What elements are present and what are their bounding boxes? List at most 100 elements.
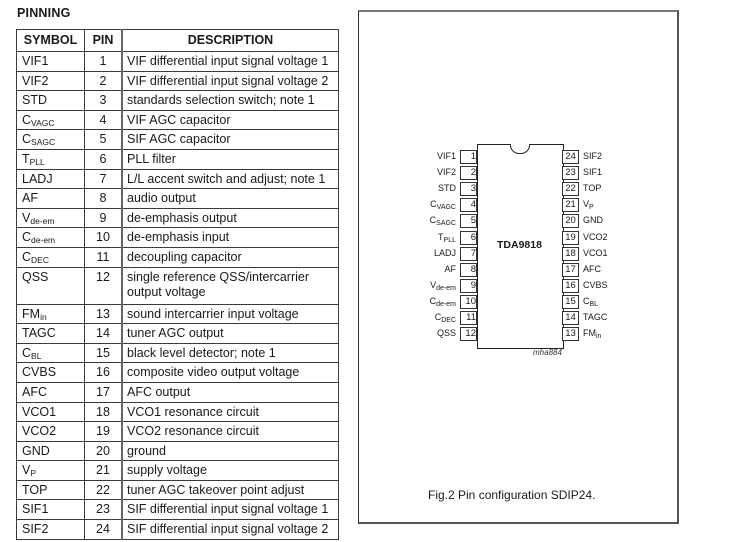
pin-label-subscript: in — [596, 333, 602, 341]
symbol-main: AFC — [22, 384, 47, 399]
pin-cell: 5 — [84, 129, 123, 150]
pin-cell: 2 — [84, 70, 123, 92]
description-text: single reference QSS/intercarrier — [127, 269, 310, 284]
symbol-cell: CBL — [16, 342, 85, 364]
description-text: VIF AGC capacitor — [127, 112, 231, 127]
symbol-cell: Cde-em — [16, 227, 85, 248]
pin-label-subscript: de-em — [436, 300, 456, 308]
description-cell: AFC output — [121, 381, 339, 403]
symbol-cell: QSS — [16, 266, 85, 305]
symbol-cell: AFC — [16, 381, 85, 403]
pin-number-box: 20 — [562, 214, 579, 229]
description-text: VIF differential input signal voltage 2 — [127, 73, 329, 88]
pin-number-box: 2 — [460, 166, 477, 181]
pin-number-box: 9 — [460, 278, 477, 293]
description-text: supply voltage — [127, 463, 207, 478]
pin-label: TOP — [583, 182, 601, 195]
symbol-main: AF — [22, 191, 38, 206]
pin-number-box: 23 — [562, 166, 579, 181]
pin-cell: 22 — [84, 479, 123, 501]
pin-label-main: AFC — [583, 263, 601, 274]
description-text: SIF AGC capacitor — [127, 132, 231, 147]
description-text: tuner AGC output — [127, 326, 224, 341]
pin-number-box: 21 — [562, 198, 579, 213]
pin-label: SIF1 — [583, 166, 602, 179]
symbol-cell: FMin — [16, 303, 85, 325]
pin-label-main: C — [583, 295, 590, 306]
pin-label: VCO1 — [583, 247, 608, 260]
description-cell: VIF AGC capacitor — [121, 109, 339, 131]
symbol-cell: CSAGC — [16, 129, 85, 150]
symbol-cell: SIF2 — [16, 519, 85, 540]
symbol-main: C — [22, 230, 32, 245]
pin-number-box: 14 — [562, 311, 579, 325]
pin-label-subscript: SAGC — [436, 220, 456, 228]
pin-number-box: 13 — [562, 327, 579, 342]
pin-label: AF — [444, 263, 456, 276]
pin-number-box: 5 — [460, 214, 477, 229]
symbol-main: T — [22, 151, 30, 166]
description-text: SIF differential input signal voltage 1 — [127, 502, 329, 517]
figure-caption: Fig.2 Pin configuration SDIP24. — [428, 488, 596, 502]
description-text: de-emphasis input — [127, 230, 230, 245]
symbol-main: C — [22, 132, 32, 147]
symbol-cell: TOP — [16, 479, 85, 501]
pin-cell: 20 — [84, 440, 123, 462]
pin-label-main: QSS — [436, 328, 456, 339]
description-cell: black level detector; note 1 — [121, 342, 339, 364]
description-text-line2: output voltage — [127, 285, 206, 300]
pin-label-subscript: DEC — [441, 317, 456, 324]
pin-cell: 14 — [84, 323, 123, 344]
header-pin: PIN — [84, 29, 123, 52]
symbol-main: VCO2 — [22, 424, 57, 439]
description-cell: PLL filter — [121, 148, 339, 170]
pin-cell: 9 — [84, 207, 123, 229]
pin-cell: 4 — [84, 109, 123, 131]
description-cell: de-emphasis output — [121, 207, 339, 229]
description-cell: decoupling capacitor — [121, 246, 339, 268]
pin-label: CDEC — [435, 311, 456, 324]
symbol-main: TAGC — [22, 326, 56, 341]
pin-cell: 7 — [84, 168, 123, 190]
pin-label-main: FM — [583, 328, 596, 339]
symbol-main: VIF1 — [22, 54, 49, 68]
pin-label: CVBS — [583, 279, 608, 292]
pin-number-box: 15 — [562, 294, 579, 309]
pin-label: SIF2 — [583, 150, 602, 163]
description-cell: VIF differential input signal voltage 2 — [121, 70, 339, 92]
pin-label: LADJ — [434, 247, 456, 260]
pin-number-box: 6 — [460, 230, 477, 245]
pin-cell: 8 — [84, 188, 123, 209]
pin-label-subscript: de-em — [436, 284, 456, 292]
pin-label-main: C — [434, 312, 442, 322]
description-text: sound intercarrier input voltage — [127, 306, 299, 321]
pin-label: VP — [583, 198, 594, 211]
symbol-cell: VIF1 — [16, 51, 85, 72]
pin-label-main: C — [429, 215, 437, 226]
description-cell: supply voltage — [121, 460, 339, 481]
pin-number-box: 8 — [460, 262, 477, 277]
description-cell: L/L accent switch and adjust; note 1 — [121, 168, 339, 190]
pin-label-main: LADJ — [433, 247, 456, 258]
pin-cell: 11 — [84, 246, 123, 268]
pin-number-box: 17 — [562, 262, 579, 277]
pin-number-box: 10 — [460, 294, 477, 309]
pin-label: FMin — [583, 327, 601, 340]
symbol-cell: VIF2 — [16, 70, 85, 92]
symbol-cell: TPLL — [16, 148, 85, 170]
pin-number-box: 1 — [460, 150, 477, 164]
